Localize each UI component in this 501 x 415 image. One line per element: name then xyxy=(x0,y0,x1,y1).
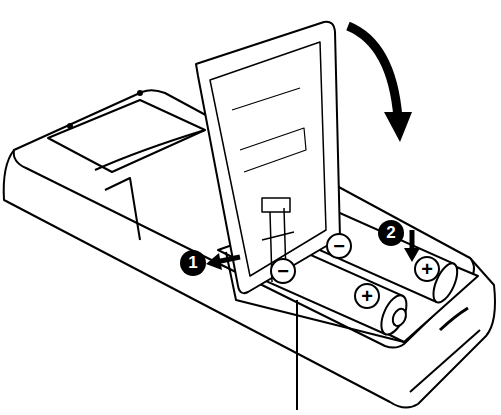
polarity-mark: − xyxy=(333,236,345,256)
polarity-mark: + xyxy=(421,259,433,279)
callout-disc xyxy=(378,220,404,246)
callout-number: 1 xyxy=(188,254,197,271)
callout-disc xyxy=(180,250,206,276)
leader-line xyxy=(296,300,298,410)
close-arrow xyxy=(348,26,398,118)
polarity-mark: + xyxy=(361,286,373,306)
callout-number: 2 xyxy=(386,224,395,241)
battery-lid xyxy=(196,22,340,293)
close-arrowhead xyxy=(384,112,412,142)
polarity-mark: − xyxy=(277,261,289,281)
display-panel xyxy=(48,100,205,172)
polarity-ring xyxy=(271,234,439,308)
